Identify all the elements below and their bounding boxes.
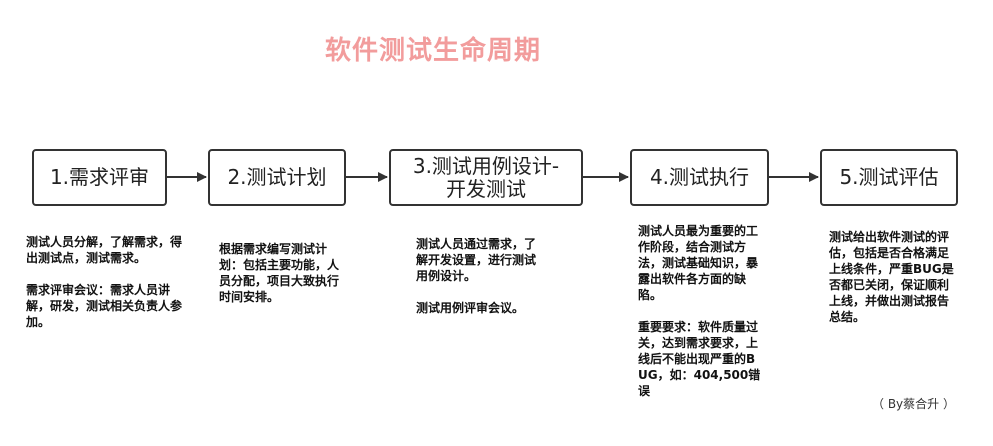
- step-box-test-plan: 2.测试计划: [208, 149, 346, 206]
- step-box-test-execution: 4.测试执行: [630, 149, 769, 206]
- step-description-requirement-review: 测试人员分解，了解需求，得出测试点，测试需求。 需求评审会议：需求人员讲解，研发…: [26, 235, 183, 329]
- step-description-test-evaluation: 测试给出软件测试的评估，包括是否合格满足上线条件，严重BUG是否都已关闭，保证顺…: [829, 230, 954, 324]
- step-label: 4.测试执行: [649, 165, 750, 189]
- step-label: 5.测试评估: [839, 165, 939, 189]
- step-description-test-case-design: 测试人员通过需求，了解开发设置，进行测试用例设计。 测试用例评审会议。: [416, 237, 537, 315]
- step-label: 3.测试用例设计-开发测试: [412, 153, 560, 201]
- step-box-test-evaluation: 5.测试评估: [820, 149, 958, 206]
- diagram-title: 软件测试生命周期: [325, 36, 542, 66]
- step-description-test-plan: 根据需求编写测试计划：包括主要功能，人员分配，项目大致执行时间安排。: [219, 242, 340, 304]
- step-box-test-case-design: 3.测试用例设计-开发测试: [389, 149, 583, 206]
- author-credit: （ By蔡合升 ）: [872, 397, 955, 411]
- step-box-requirement-review: 1.需求评审: [32, 149, 167, 206]
- step-label: 1.需求评审: [49, 165, 150, 189]
- step-label: 2.测试计划: [227, 165, 327, 189]
- step-description-test-execution: 测试人员最为重要的工作阶段，结合测试方法，测试基础知识，暴露出软件各方面的缺陷。…: [638, 224, 761, 398]
